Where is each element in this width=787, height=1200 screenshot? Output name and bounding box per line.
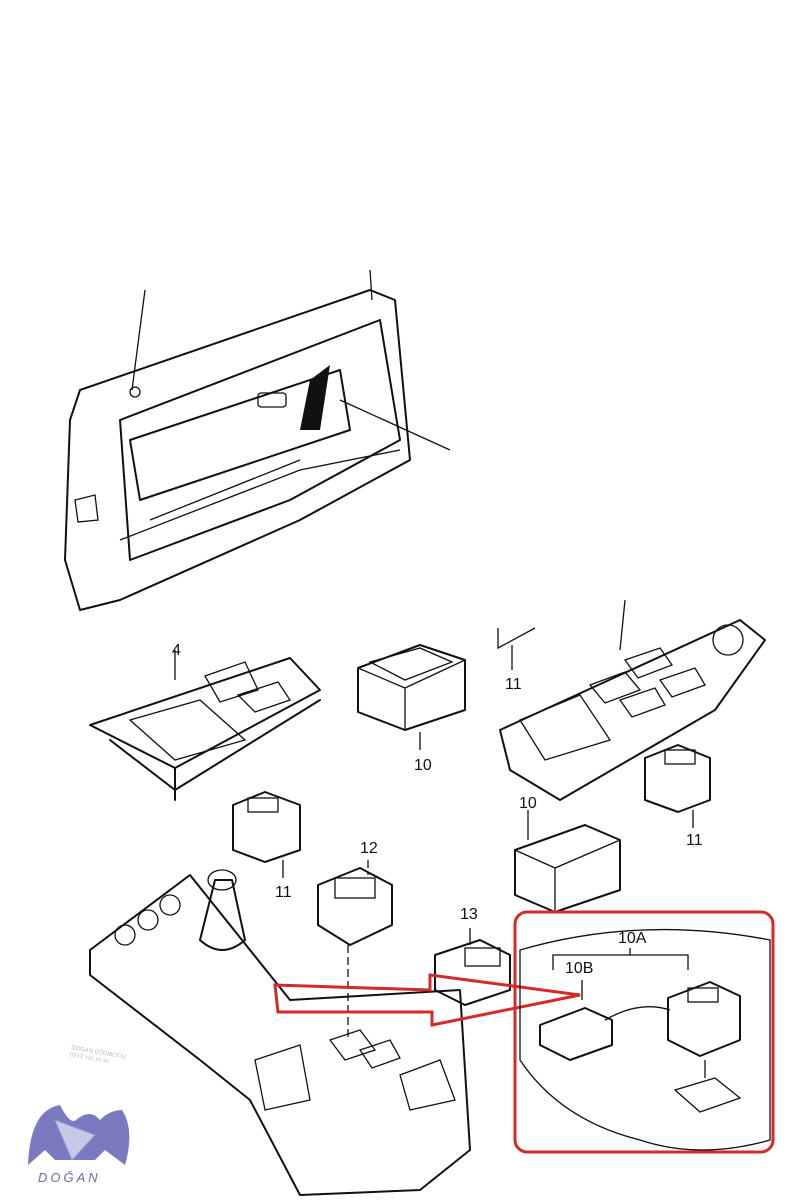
- part-13-switch: [434, 928, 511, 1006]
- center-console: [89, 869, 471, 1196]
- part-12-switch: [317, 860, 393, 1040]
- label-part-4: 4: [172, 642, 181, 659]
- label-part-12: 12: [360, 840, 378, 857]
- part-10-switch-right: [514, 810, 621, 913]
- label-part-11-right: 11: [686, 832, 703, 849]
- detail-10A-10B: [513, 910, 775, 1154]
- part-4-console-trim: [89, 650, 321, 801]
- label-part-13: 13: [460, 906, 478, 923]
- label-part-10-top: 10: [414, 757, 432, 774]
- label-part-10B: 10B: [565, 960, 594, 977]
- part-7-console-trim: [497, 599, 766, 801]
- label-part-10-right: 10: [519, 795, 537, 812]
- label-part-11-left: 11: [275, 884, 292, 901]
- dogan-logo: [28, 1105, 130, 1165]
- part-11-switches: [232, 744, 711, 878]
- label-part-11-top: 11: [505, 676, 522, 693]
- part-10-switch-top: [357, 644, 466, 750]
- label-part-10A: 10A: [618, 930, 647, 947]
- door-panel: [64, 269, 451, 611]
- logo-text: DOĞAN: [38, 1170, 101, 1185]
- callout-arrow: [273, 973, 581, 1027]
